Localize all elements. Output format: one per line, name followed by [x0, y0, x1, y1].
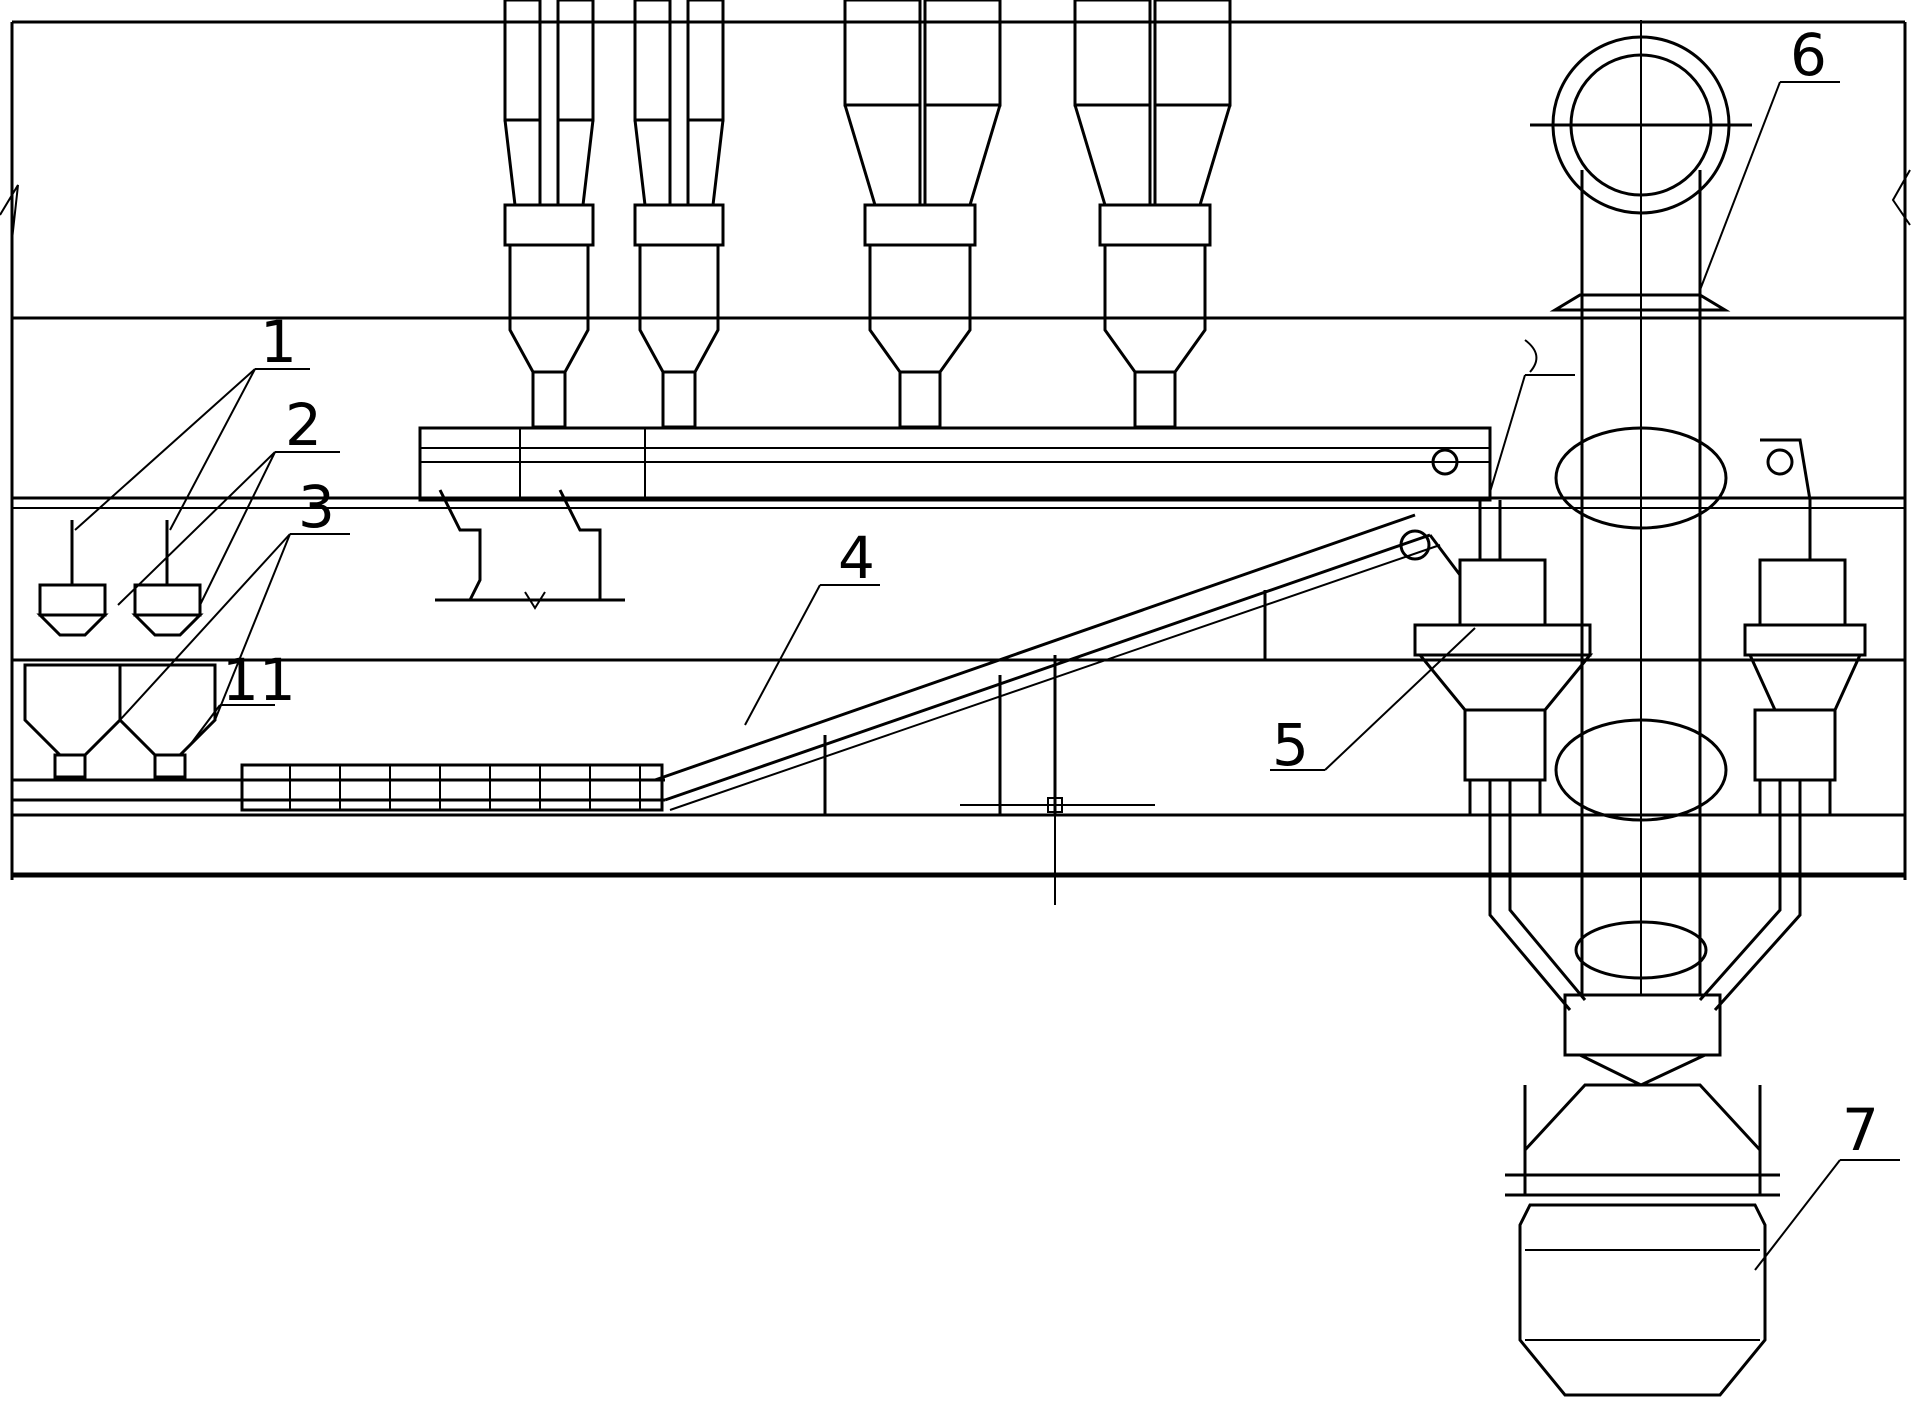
converter-vessel	[1505, 1083, 1780, 1397]
hood-tower	[1488, 20, 1802, 1087]
callout-label-6: 6	[1790, 21, 1827, 89]
bin-pair-2	[633, 0, 725, 429]
belt-conveyor	[12, 513, 1462, 905]
callout-label-1: 1	[260, 308, 297, 376]
callout-3: 3	[119, 473, 350, 721]
bin-pair-3	[843, 0, 1002, 429]
bin-pair-4	[1073, 0, 1232, 429]
callout-4: 4	[744, 524, 880, 726]
feed-hoppers	[23, 663, 217, 779]
callout-6: 6	[1699, 21, 1840, 291]
callout-5: 5	[1270, 627, 1476, 779]
upper-conveyor	[418, 426, 1492, 610]
callout-label-5: 5	[1272, 711, 1309, 779]
dosing-hoppers	[36, 520, 204, 637]
callout-label-7: 7	[1842, 1096, 1879, 1164]
callout-label-2: 2	[285, 391, 322, 459]
callout-2: 2	[117, 391, 340, 606]
storage-bins	[503, 0, 1232, 429]
building-frame	[0, 20, 1911, 880]
weigh-hopper-right	[1743, 438, 1867, 815]
callout-1: 1	[74, 308, 310, 531]
callout-7: 7	[1754, 1096, 1900, 1271]
callout-label-11: 11	[222, 646, 296, 714]
callout-label-3: 3	[298, 473, 335, 541]
bin-pair-1	[503, 0, 595, 429]
callout-unnumbered	[1489, 339, 1575, 493]
weigh-hopper-left	[1413, 448, 1594, 815]
callout-label-4: 4	[838, 524, 875, 592]
callout-11: 11	[189, 646, 296, 746]
